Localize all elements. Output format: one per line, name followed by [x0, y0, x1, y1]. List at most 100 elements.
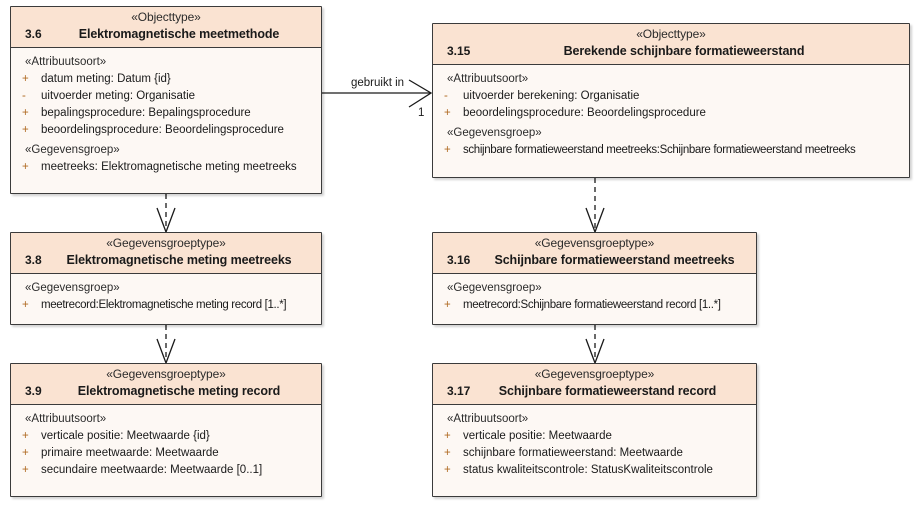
- visibility-marker: +: [22, 73, 29, 85]
- attribute-text: meetrecord:Elektromagnetische meting rec…: [41, 299, 287, 311]
- class-number: 3.9: [25, 384, 42, 398]
- visibility-marker: -: [444, 90, 448, 102]
- attribute-row: + verticale positie: Meetwaarde {id}: [11, 428, 321, 445]
- association-label-gebruikt-in: gebruikt in: [351, 77, 405, 89]
- visibility-marker: +: [444, 447, 451, 459]
- attribute-row: + primaire meetwaarde: Meetwaarde: [11, 445, 321, 462]
- class-body: «Attribuutsoort» + datum meting: Datum {…: [11, 48, 321, 182]
- class-name-row: 3.8 Elektromagnetische meting meetreeks: [11, 251, 321, 269]
- class-body: «Gegevensgroep» + meetrecord:Schijnbare …: [433, 274, 756, 320]
- visibility-marker: +: [22, 161, 29, 173]
- class-body: «Attribuutsoort» + verticale positie: Me…: [11, 405, 321, 485]
- compartment-group-label: «Gegevensgroep»: [447, 282, 542, 294]
- class-name: Elektromagnetische meetmethode: [78, 27, 280, 41]
- class-stereotype: «Gegevensgroeptype»: [106, 236, 226, 250]
- attribute-row: + bepalingsprocedure: Bepalingsprocedure: [11, 105, 321, 122]
- class-box-schijnbare-formatieweerstand-meetreeks[interactable]: «Gegevensgroeptype» 3.16 Schijnbare form…: [432, 232, 757, 325]
- attribute-text: verticale positie: Meetwaarde: [463, 430, 612, 442]
- attribute-row: + secundaire meetwaarde: Meetwaarde [0..…: [11, 462, 321, 479]
- compartment-group-label: «Attribuutsoort»: [25, 413, 107, 425]
- class-name-row: 3.9 Elektromagnetische meting record: [11, 382, 321, 400]
- class-name-row: 3.15 Berekende schijnbare formatieweerst…: [433, 42, 909, 60]
- attribute-row: + status kwaliteitscontrole: StatusKwali…: [433, 462, 756, 479]
- class-number: 3.16: [447, 253, 471, 267]
- class-name: Berekende schijnbare formatieweerstand: [563, 44, 805, 58]
- attribute-text: datum meting: Datum {id}: [41, 73, 171, 85]
- attribute-text: beoordelingsprocedure: Beoordelingsproce…: [41, 124, 284, 136]
- visibility-marker: +: [22, 464, 29, 476]
- class-name: Elektromagnetische meting record: [77, 384, 281, 398]
- class-stereotype: «Gegevensgroeptype»: [534, 236, 655, 250]
- class-stereotype: «Gegevensgroeptype»: [106, 367, 226, 381]
- attribute-row: + beoordelingsprocedure: Beoordelingspro…: [433, 105, 909, 122]
- visibility-marker: +: [444, 464, 451, 476]
- attribute-text: meetrecord:Schijnbare formatieweerstand …: [463, 299, 721, 311]
- class-stereotype: «Gegevensgroeptype»: [534, 367, 655, 381]
- attribute-row: - uitvoerder meting: Organisatie: [11, 88, 321, 105]
- compartment-group-label: «Gegevensgroep»: [447, 127, 542, 139]
- class-name-row: 3.17 Schijnbare formatieweerstand record: [433, 382, 756, 400]
- visibility-marker: -: [22, 90, 26, 102]
- compartment-group-label: «Attribuutsoort»: [447, 413, 529, 425]
- visibility-marker: +: [444, 107, 451, 119]
- attribute-text: status kwaliteitscontrole: StatusKwalite…: [463, 464, 713, 476]
- class-header: «Gegevensgroeptype» 3.9 Elektromagnetisc…: [11, 364, 321, 405]
- dependency-meetreeks-to-record[interactable]: [156, 325, 176, 365]
- attribute-text: meetreeks: Elektromagnetische meting mee…: [41, 161, 297, 173]
- class-box-elektromagnetische-meetmethode[interactable]: «Objecttype» 3.6 Elektromagnetische meet…: [10, 6, 322, 194]
- attribute-text: secundaire meetwaarde: Meetwaarde [0..1]: [41, 464, 263, 476]
- class-box-elektromagnetische-meting-record[interactable]: «Gegevensgroeptype» 3.9 Elektromagnetisc…: [10, 363, 322, 497]
- class-body: «Gegevensgroep» + meetrecord:Elektromagn…: [11, 274, 321, 320]
- class-header: «Gegevensgroeptype» 3.16 Schijnbare form…: [433, 233, 756, 274]
- attribute-text: primaire meetwaarde: Meetwaarde: [41, 447, 219, 459]
- attribute-row: + verticale positie: Meetwaarde: [433, 428, 756, 445]
- class-header: «Objecttype» 3.6 Elektromagnetische meet…: [11, 7, 321, 48]
- visibility-marker: +: [22, 299, 29, 311]
- visibility-marker: +: [22, 124, 29, 136]
- attribute-text: bepalingsprocedure: Bepalingsprocedure: [41, 107, 251, 119]
- attribute-row: + beoordelingsprocedure: Beoordelingspro…: [11, 122, 321, 139]
- class-number: 3.8: [25, 253, 42, 267]
- class-header: «Objecttype» 3.15 Berekende schijnbare f…: [433, 24, 909, 65]
- visibility-marker: +: [444, 430, 451, 442]
- class-box-elektromagnetische-meting-meetreeks[interactable]: «Gegevensgroeptype» 3.8 Elektromagnetisc…: [10, 232, 322, 325]
- dependency-sfw-meetreeks-to-record[interactable]: [585, 325, 605, 365]
- visibility-marker: +: [22, 430, 29, 442]
- class-name: Schijnbare formatieweerstand meetreeks: [494, 253, 735, 267]
- class-number: 3.17: [447, 384, 471, 398]
- class-body: «Attribuutsoort» - uitvoerder berekening…: [433, 65, 909, 165]
- class-name: Elektromagnetische meting meetreeks: [66, 253, 292, 267]
- class-name-row: 3.16 Schijnbare formatieweerstand meetre…: [433, 251, 756, 269]
- class-number: 3.15: [447, 44, 471, 58]
- attribute-row: - uitvoerder berekening: Organisatie: [433, 88, 909, 105]
- compartment-group-label: «Gegevensgroep»: [25, 282, 120, 294]
- dependency-emm-to-meetreeks[interactable]: [156, 194, 176, 234]
- attribute-text: uitvoerder meting: Organisatie: [41, 90, 196, 102]
- class-stereotype: «Objecttype»: [636, 27, 706, 41]
- compartment-group-label: «Attribuutsoort»: [447, 73, 529, 85]
- dependency-bsf-to-meetreeks[interactable]: [585, 178, 605, 234]
- attribute-row: + schijnbare formatieweerstand: Meetwaar…: [433, 445, 756, 462]
- compartment-group-label: «Gegevensgroep»: [25, 144, 120, 156]
- attribute-text: uitvoerder berekening: Organisatie: [463, 90, 640, 102]
- attribute-row: + meetrecord:Elektromagnetische meting r…: [11, 297, 321, 314]
- attribute-row: + schijnbare formatieweerstand meetreeks…: [433, 142, 909, 159]
- class-header: «Gegevensgroeptype» 3.17 Schijnbare form…: [433, 364, 756, 405]
- visibility-marker: +: [22, 107, 29, 119]
- visibility-marker: +: [22, 447, 29, 459]
- class-body: «Attribuutsoort» + verticale positie: Me…: [433, 405, 756, 485]
- attribute-text: verticale positie: Meetwaarde {id}: [41, 430, 210, 442]
- attribute-row: + datum meting: Datum {id}: [11, 71, 321, 88]
- class-stereotype: «Objecttype»: [131, 10, 201, 24]
- attribute-text: schijnbare formatieweerstand: Meetwaarde: [463, 447, 683, 459]
- attribute-text: beoordelingsprocedure: Beoordelingsproce…: [463, 107, 706, 119]
- class-box-schijnbare-formatieweerstand-record[interactable]: «Gegevensgroeptype» 3.17 Schijnbare form…: [432, 363, 757, 497]
- attribute-row: + meetreeks: Elektromagnetische meting m…: [11, 159, 321, 176]
- attribute-text: schijnbare formatieweerstand meetreeks:S…: [463, 144, 856, 156]
- class-box-berekende-schijnbare-formatieweerstand[interactable]: «Objecttype» 3.15 Berekende schijnbare f…: [432, 23, 910, 178]
- class-name: Schijnbare formatieweerstand record: [498, 384, 717, 398]
- compartment-group-label: «Attribuutsoort»: [25, 56, 107, 68]
- class-header: «Gegevensgroeptype» 3.8 Elektromagnetisc…: [11, 233, 321, 274]
- class-number: 3.6: [25, 27, 42, 41]
